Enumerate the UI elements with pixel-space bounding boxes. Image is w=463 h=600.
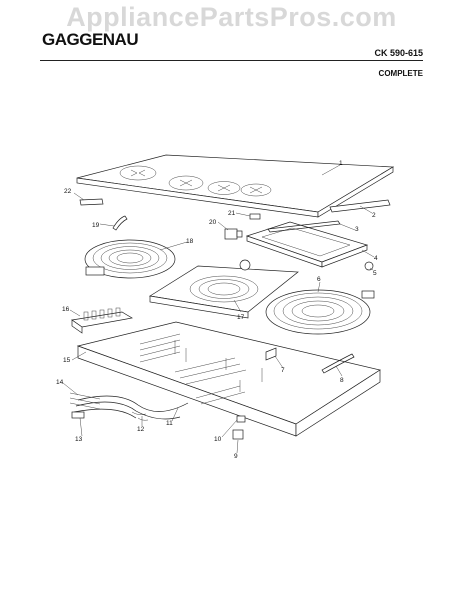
callout-16: 16 xyxy=(62,306,70,313)
callout-20: 20 xyxy=(209,219,217,226)
callout-4: 4 xyxy=(374,255,378,262)
callout-12: 12 xyxy=(137,426,145,433)
callout-13: 13 xyxy=(75,436,83,443)
callout-21: 21 xyxy=(228,210,236,217)
part-1-glass-top xyxy=(76,154,395,218)
callout-1: 1 xyxy=(339,160,343,167)
brand-logo: GAGGENAU xyxy=(42,30,139,49)
part-20-switch xyxy=(224,228,243,240)
part-6-radiant-element xyxy=(265,289,375,335)
callout-9: 9 xyxy=(234,453,238,460)
leader-lines xyxy=(62,164,375,454)
part-15-bottom-housing xyxy=(76,321,381,437)
part-16-terminal-block xyxy=(71,307,133,334)
callout-11: 11 xyxy=(166,420,173,427)
part-10-clip xyxy=(236,415,246,423)
callout-17: 17 xyxy=(237,314,245,321)
part-4-element-frame xyxy=(245,221,369,268)
part-8-spring xyxy=(321,353,355,374)
callout-8: 8 xyxy=(340,377,344,384)
part-21-bracket xyxy=(249,213,261,220)
callout-labels: 1 2 3 4 5 6 7 8 9 10 11 12 13 14 15 16 1… xyxy=(56,160,378,460)
callout-14: 14 xyxy=(56,379,64,386)
part-22-trim-strip xyxy=(79,198,104,206)
callout-6: 6 xyxy=(317,276,321,283)
callout-15: 15 xyxy=(63,357,71,364)
callout-22: 22 xyxy=(64,188,72,195)
callout-18: 18 xyxy=(186,238,194,245)
diagram-subtitle: COMPLETE xyxy=(378,69,423,78)
callout-3: 3 xyxy=(355,226,359,233)
callout-19: 19 xyxy=(92,222,100,229)
part-7-bracket xyxy=(265,347,277,361)
part-9-clip xyxy=(232,429,244,440)
header-rule xyxy=(40,60,423,61)
model-number: CK 590-615 xyxy=(374,48,423,58)
callout-7: 7 xyxy=(281,367,285,374)
watermark: AppliancePartsPros.com xyxy=(66,2,397,32)
callout-5: 5 xyxy=(373,270,377,277)
part-19-clip xyxy=(112,215,128,231)
part-11-14-wiring-harness xyxy=(69,392,189,421)
callout-2: 2 xyxy=(372,212,376,219)
part-5-knob xyxy=(364,261,374,271)
part-17-oval-element xyxy=(149,259,299,319)
part-18-radiant-element xyxy=(84,239,176,279)
callout-10: 10 xyxy=(214,436,222,443)
